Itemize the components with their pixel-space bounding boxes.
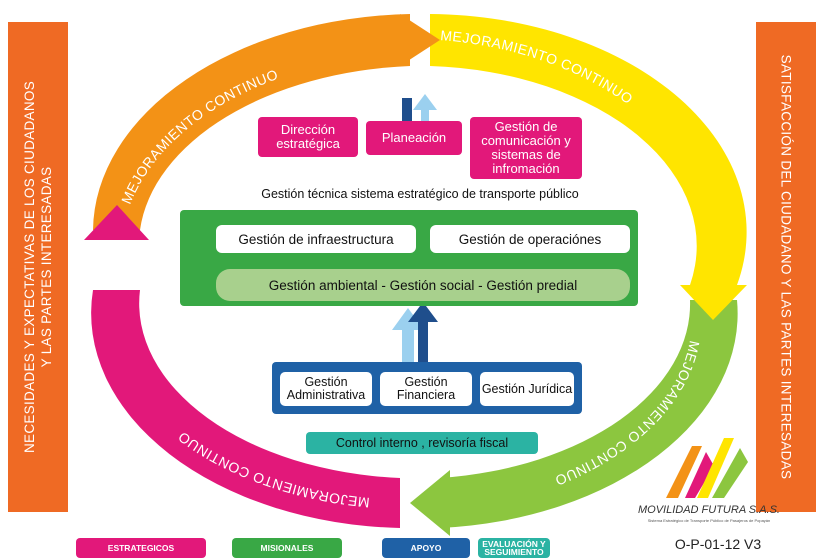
- administrativa-box: Gestión Administrativa: [280, 372, 372, 406]
- juridica-box: Gestión Jurídica: [480, 372, 574, 406]
- strategic-box-comunicacion: Gestión de comunicación y sistemas de in…: [470, 117, 582, 179]
- strategic-box-direccion: Dirección estratégica: [258, 117, 358, 157]
- ring-arrow-yellow: [680, 285, 747, 320]
- ring-arrow-pink: [84, 205, 149, 240]
- ring-arrow-green: [410, 470, 450, 536]
- legend-estrategicos: ESTRATEGICOS: [76, 538, 206, 558]
- ring-segment-pink: [91, 290, 400, 528]
- legend-apoyo: APOYO: [382, 538, 470, 558]
- legend-misionales: MISIONALES: [232, 538, 342, 558]
- support-flow-arrows: [392, 302, 438, 362]
- control-interno-box: Control interno , revisoría fiscal: [306, 432, 538, 454]
- ring-segment-yellow: [430, 14, 747, 285]
- ring-segment-orange: [93, 14, 410, 230]
- operaciones-box: Gestión de operaciónes: [430, 225, 630, 253]
- company-tagline: Sistema Estratégico de Transporte Públic…: [647, 518, 771, 523]
- infraestructura-box: Gestión de infraestructura: [216, 225, 416, 253]
- ambiental-social-predial-box: Gestión ambiental - Gestión social - Ges…: [216, 269, 630, 301]
- ring-segment-green: [440, 300, 738, 528]
- left-sidebar-banner: NECESIDADES Y EXPECTATIVAS DE LOS CIUDAD…: [8, 22, 68, 512]
- document-code: O-P-01-12 V3: [674, 536, 762, 552]
- company-logo-icon: [666, 438, 748, 498]
- strategic-box-planeacion: Planeación: [366, 121, 462, 155]
- company-name: MOVILIDAD FUTURA S.A.S.: [637, 504, 780, 516]
- arrow-up-dark-support: [408, 302, 438, 362]
- right-sidebar-banner: SATISFACCIÓN DEL CIUDADANO Y LAS PARTES …: [756, 22, 816, 512]
- ring-arrow-orange: [400, 14, 440, 66]
- legend-evaluacion: EVALUACIÓN Y SEGUIMIENTO: [478, 538, 550, 558]
- financiera-box: Gestión Financiera: [380, 372, 472, 406]
- technical-management-title: Gestión técnica sistema estratégico de t…: [261, 187, 579, 201]
